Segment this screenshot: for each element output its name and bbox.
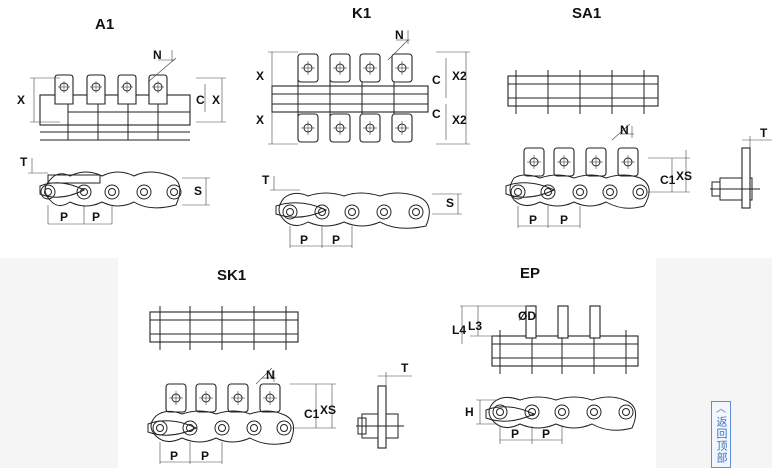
- a1-label-n: N: [153, 48, 162, 62]
- a1-label-x-right: X: [212, 93, 220, 107]
- k1-label-c-bottom: C: [432, 107, 441, 121]
- sa1-label-t: T: [760, 126, 768, 140]
- ep-label-l4: L4: [452, 323, 466, 337]
- sk1-label-c1: C1: [304, 407, 320, 421]
- back-to-top-label: 返回顶部: [715, 416, 728, 464]
- ep-label-p-2: P: [542, 427, 550, 441]
- a1-label-t: T: [20, 155, 28, 169]
- k1-label-x2-bottom: X2: [452, 113, 467, 127]
- sk1-label-xs: XS: [320, 403, 336, 417]
- sk1-label-t: T: [401, 361, 409, 375]
- sk1-label-p-2: P: [201, 449, 209, 463]
- ep-label-od: ØD: [518, 309, 536, 323]
- diagram-k1: K1 N X X C X2 C X2 T S P P: [256, 5, 470, 248]
- k1-label-n: N: [395, 28, 404, 42]
- k1-label-s: S: [446, 196, 454, 210]
- diagram-a1-title: A1: [95, 16, 114, 33]
- k1-label-x-top: X: [256, 69, 264, 83]
- ep-label-p-1: P: [511, 427, 519, 441]
- sa1-label-xs: XS: [676, 169, 692, 183]
- sk1-label-n: N: [266, 368, 275, 382]
- diagram-a1: A1 N X C X T S P P: [17, 16, 226, 225]
- diagram-k1-title: K1: [352, 5, 371, 22]
- k1-label-t: T: [262, 173, 270, 187]
- ep-label-h: H: [465, 405, 474, 419]
- k1-label-c-top: C: [432, 73, 441, 87]
- k1-label-x-bottom: X: [256, 113, 264, 127]
- diagram-sk1-title: SK1: [217, 267, 246, 284]
- a1-label-x-left: X: [17, 93, 25, 107]
- sa1-label-p-2: P: [560, 213, 568, 227]
- chevron-up-icon: ︿: [716, 404, 726, 415]
- diagram-sa1: SA1 N C1 XS P P T: [505, 5, 772, 228]
- ep-label-l3: L3: [468, 319, 482, 333]
- diagram-ep-title: EP: [520, 265, 540, 282]
- a1-label-p-1: P: [60, 210, 68, 224]
- diagram-sk1: SK1 N C1 XS P P T: [147, 267, 412, 464]
- k1-label-p-1: P: [300, 233, 308, 247]
- diagram-sa1-title: SA1: [572, 5, 601, 22]
- a1-label-s: S: [194, 184, 202, 198]
- sa1-label-c1: C1: [660, 173, 676, 187]
- diagram-ep: EP ØD L4 L3 H P P: [452, 265, 639, 444]
- a1-label-p-2: P: [92, 210, 100, 224]
- back-to-top-button[interactable]: ︿ 返回顶部: [711, 401, 731, 468]
- sa1-label-n: N: [620, 123, 629, 137]
- a1-label-c: C: [196, 93, 205, 107]
- k1-label-x2-top: X2: [452, 69, 467, 83]
- sk1-label-p-1: P: [170, 449, 178, 463]
- k1-label-p-2: P: [332, 233, 340, 247]
- sa1-label-p-1: P: [529, 213, 537, 227]
